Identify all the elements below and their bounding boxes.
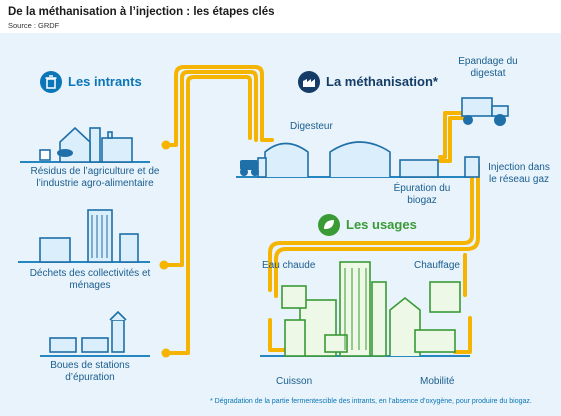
label-digesteur: Digesteur	[290, 121, 333, 132]
intrants-title: Les intrants	[68, 74, 142, 89]
usages-title: Les usages	[346, 217, 417, 232]
label-dechets: Déchets des collectivités et ménages	[29, 268, 151, 291]
page-title: De la méthanisation à l’injection : les …	[8, 6, 275, 18]
digester-icon	[257, 141, 391, 178]
label-mobilite: Mobilité	[420, 376, 455, 387]
label-chauffage: Chauffage	[414, 260, 460, 271]
source-label: Source : GRDF	[8, 21, 60, 30]
treatment-plant-icon	[49, 310, 127, 353]
leaf-icon	[318, 214, 340, 236]
city-windows	[344, 268, 367, 350]
city-icon	[281, 261, 461, 357]
label-boues: Boues de stations d’épuration	[50, 360, 130, 383]
footnote: * Dégradation de la partie fermentescibl…	[210, 398, 532, 405]
tractor-icon	[461, 97, 509, 117]
label-injection: Injection dans le réseau gaz	[488, 162, 550, 185]
label-epuration: Épuration du biogaz	[393, 183, 451, 206]
factory-badge-icon	[298, 71, 320, 93]
purification-icon	[399, 156, 480, 178]
trash-icon	[40, 71, 62, 93]
loader-icon	[240, 160, 259, 176]
methanisation-title: La méthanisation*	[326, 74, 438, 89]
label-cuisson: Cuisson	[276, 376, 313, 387]
building-icon	[39, 209, 139, 263]
building-windows	[91, 215, 108, 258]
label-eau-chaude: Eau chaude	[262, 260, 316, 271]
label-residus: Résidus de l’agriculture et de l’industr…	[30, 166, 160, 189]
factory-icon	[39, 126, 133, 163]
cow-icon	[57, 149, 73, 157]
label-epandage: Epandage du digestat	[458, 56, 518, 79]
